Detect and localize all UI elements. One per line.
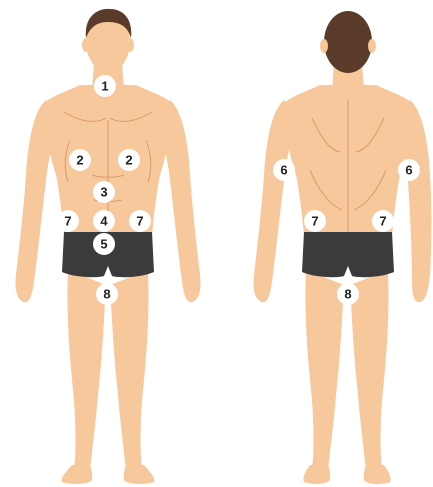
svg-text:8: 8 [344, 287, 351, 302]
back-left-ear [320, 39, 328, 53]
back-shorts [302, 232, 394, 277]
front-left-foot [62, 464, 93, 484]
svg-text:4: 4 [100, 214, 108, 229]
back-right-foot [364, 464, 391, 484]
front-marker-left-chest: 2 [69, 149, 91, 171]
front-marker-groin: 5 [93, 233, 115, 255]
front-marker-thigh: 8 [96, 283, 118, 305]
back-marker-right-lower-back: 7 [372, 210, 394, 232]
svg-text:3: 3 [100, 185, 107, 200]
back-head [324, 11, 372, 73]
svg-text:5: 5 [100, 237, 107, 252]
back-marker-left-lower-back: 7 [304, 210, 326, 232]
back-figure [253, 11, 431, 484]
front-marker-right-chest: 2 [118, 149, 140, 171]
front-left-ear [82, 38, 90, 52]
svg-text:8: 8 [103, 287, 110, 302]
svg-text:7: 7 [64, 214, 71, 229]
back-marker-right-arm: 6 [398, 159, 420, 181]
front-marker-left-hip: 7 [57, 210, 79, 232]
svg-text:2: 2 [125, 153, 132, 168]
back-left-leg [305, 270, 344, 470]
svg-text:1: 1 [101, 79, 108, 94]
back-marker-left-arm: 6 [273, 159, 295, 181]
front-marker-right-hip: 7 [129, 210, 151, 232]
back-marker-thigh: 8 [337, 283, 359, 305]
svg-text:7: 7 [311, 214, 318, 229]
back-right-ear [368, 39, 376, 53]
svg-text:6: 6 [280, 163, 287, 178]
svg-text:7: 7 [136, 214, 143, 229]
front-marker-abdomen: 3 [93, 181, 115, 203]
front-marker-neck: 1 [94, 75, 116, 97]
front-marker-lower-abdomen: 4 [93, 210, 115, 232]
svg-text:7: 7 [379, 214, 386, 229]
front-right-ear [126, 38, 134, 52]
svg-text:2: 2 [76, 153, 83, 168]
back-left-foot [303, 464, 330, 484]
svg-text:6: 6 [405, 163, 412, 178]
front-right-foot [124, 464, 155, 484]
